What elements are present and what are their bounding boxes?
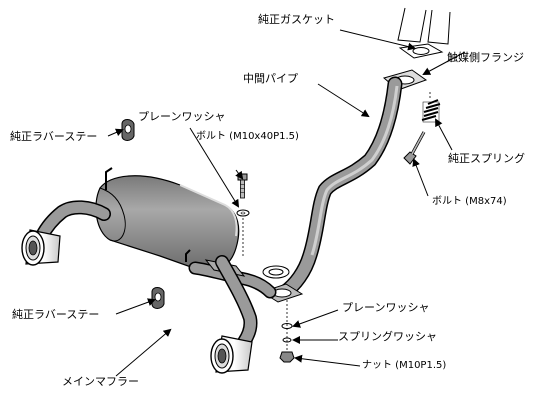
right-tail-pipe: [215, 255, 258, 349]
nut-icon: [279, 351, 295, 363]
leader-plain-washer-bottom: [292, 309, 339, 328]
label-oem-gasket: 純正ガスケット: [258, 13, 335, 26]
label-bolt-m8: ボルト (M8x74): [432, 196, 507, 207]
muffler-hanger-rod-lower: [185, 249, 191, 262]
label-plain-washer-top: プレーンワッシャ: [138, 110, 226, 123]
main-muffler-body: [95, 175, 240, 273]
label-bolt-m10: ボルト (M10x40P1.5): [196, 131, 299, 142]
leader-main-muffler: [115, 328, 172, 377]
leader-rubber-stay-top: [107, 128, 124, 137]
leader-bolt-m10: [235, 169, 244, 180]
rubber-stay-top-icon: [121, 119, 135, 141]
leader-plain-washer-top: [189, 127, 240, 208]
muffler-hanger-rod-left: [105, 167, 113, 190]
bolt-m8-icon: [403, 131, 426, 165]
rubber-stay-bottom-icon: [151, 287, 165, 309]
joint-gasket: [262, 265, 290, 279]
leader-bolt-m8: [412, 158, 429, 197]
muffler-inlet-pipe: [188, 261, 277, 299]
label-spring-washer: スプリングワッシャ: [338, 330, 437, 343]
label-plain-washer-bottom: プレーンワッシャ: [342, 301, 430, 314]
leader-oem-gasket: [339, 29, 416, 51]
center-pipe: [277, 76, 403, 300]
label-oem-spring: 純正スプリング: [448, 152, 525, 165]
leader-lines: [107, 29, 466, 377]
leader-center-pipe: [317, 83, 370, 118]
oem-front-pipe: [397, 7, 451, 45]
label-oem-rubber-stay-bottom: 純正ラバーステー: [12, 308, 100, 321]
plain-washer-top-icon: [236, 209, 250, 217]
right-tail-tip: [210, 335, 253, 374]
left-tail-tip: [21, 229, 61, 266]
label-catalyst-flange: 触媒側フランジ: [447, 51, 524, 64]
left-tail-pipe: [35, 200, 111, 243]
oem-spring-icon: [421, 99, 441, 123]
label-main-muffler: メインマフラー: [62, 375, 139, 388]
leader-rubber-stay-bottom: [115, 298, 156, 315]
label-nut: ナット (M10P1.5): [362, 360, 447, 371]
leader-catalyst-flange: [422, 51, 466, 75]
leader-oem-spring: [435, 118, 453, 151]
label-center-pipe: 中間パイプ: [243, 72, 298, 85]
bolt-m10-icon: [237, 173, 248, 199]
label-oem-rubber-stay-top: 純正ラバーステー: [10, 130, 98, 143]
leader-nut: [294, 354, 361, 367]
